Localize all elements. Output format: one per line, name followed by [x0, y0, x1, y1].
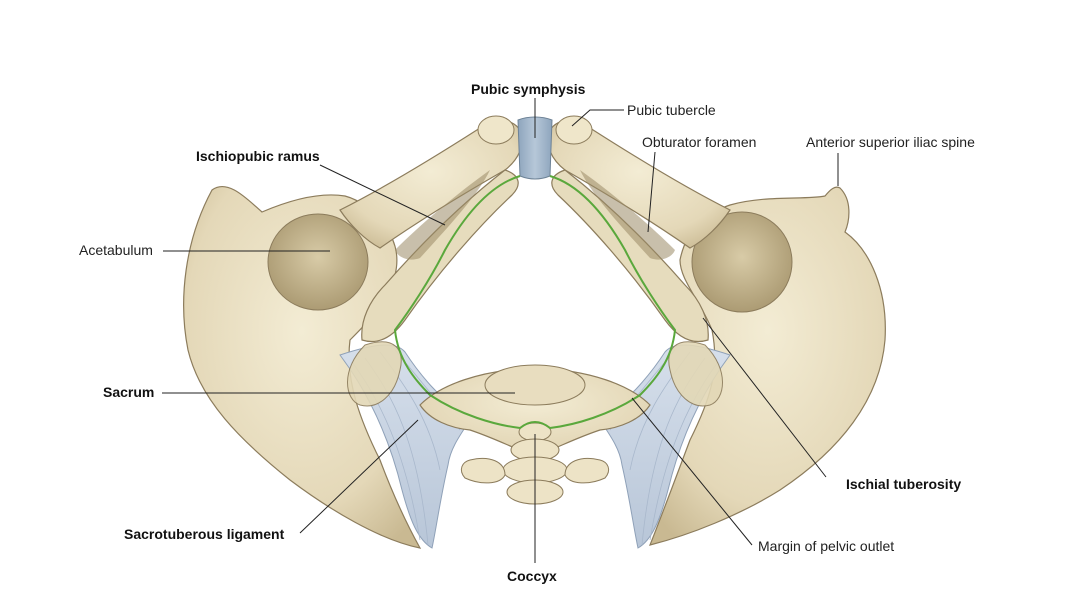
leader-obturator-foramen [647, 151, 656, 233]
label-pubic-tubercle: Pubic tubercle [627, 102, 716, 118]
left-pubic-tubercle [477, 115, 515, 145]
label-sacrotuberous-ligament: Sacrotuberous ligament [124, 526, 285, 542]
pelvic-outlet-margin [393, 175, 677, 430]
leader-sacrotuberous-ligament [299, 419, 419, 534]
label-sacrum: Sacrum [103, 384, 155, 400]
label-margin-of-pelvic-outlet: Margin of pelvic outlet [758, 538, 895, 554]
right-pubic-tubercle [555, 115, 593, 145]
label-acetabulum: Acetabulum [79, 242, 153, 258]
right-acetabulum [691, 211, 793, 313]
leader-pubic-tubercle [571, 109, 624, 127]
label-obturator-foramen: Obturator foramen [642, 134, 757, 150]
label-coccyx: Coccyx [507, 568, 557, 584]
leader-lines [162, 98, 839, 563]
leader-margin-pelvic-outlet [631, 397, 753, 546]
label-anterior-superior-iliac-spine: Anterior superior iliac spine [806, 134, 975, 150]
left-obturator-foramen [395, 170, 490, 260]
label-ischiopubic-ramus: Ischiopubic ramus [196, 148, 320, 164]
right-obturator-foramen [580, 170, 675, 260]
left-acetabulum [267, 213, 369, 311]
leader-ischial-tuberosity [702, 317, 827, 478]
sacral-promontory [484, 364, 586, 406]
leader-ischiopubic-ramus [319, 164, 446, 226]
left-ischial-body [347, 341, 402, 407]
label-ischial-tuberosity: Ischial tuberosity [846, 476, 962, 492]
right-ischial-tuberosity [668, 341, 723, 407]
label-pubic-symphysis: Pubic symphysis [471, 81, 586, 97]
